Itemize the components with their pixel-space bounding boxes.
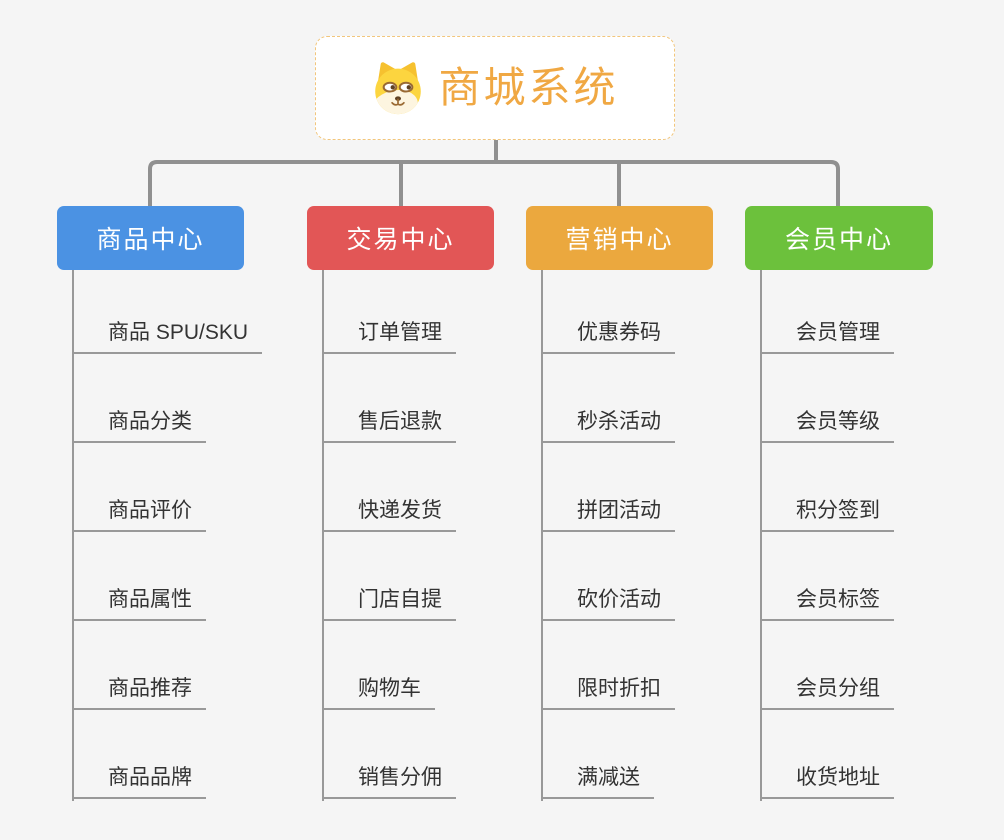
leaf-item[interactable]: 优惠券码 <box>541 321 675 354</box>
leaf-item[interactable]: 拼团活动 <box>541 499 675 532</box>
leaf-item[interactable]: 商品属性 <box>72 588 206 621</box>
branch-row: 优惠券码 <box>526 270 713 354</box>
branch-row: 订单管理 <box>307 270 494 354</box>
branch-row: 会员分组 <box>745 621 933 710</box>
branch-row: 购物车 <box>307 621 494 710</box>
branch-marketing-center: 营销中心优惠券码秒杀活动拼团活动砍价活动限时折扣满减送 <box>526 206 713 801</box>
branch-row: 商品属性 <box>57 532 244 621</box>
branch-row: 会员管理 <box>745 270 933 354</box>
leaf-item[interactable]: 满减送 <box>541 766 654 799</box>
branch-trunk-line <box>322 270 324 801</box>
leaf-item[interactable]: 商品推荐 <box>72 677 206 710</box>
branch-trunk-line <box>760 270 762 801</box>
leaf-item[interactable]: 限时折扣 <box>541 677 675 710</box>
root-node[interactable]: 商城系统 <box>315 36 675 140</box>
branch-member-center: 会员中心会员管理会员等级积分签到会员标签会员分组收货地址 <box>745 206 933 801</box>
leaf-item[interactable]: 会员管理 <box>760 321 894 354</box>
leaf-item[interactable]: 门店自提 <box>322 588 456 621</box>
leaf-item[interactable]: 会员分组 <box>760 677 894 710</box>
branch-header-member-center[interactable]: 会员中心 <box>745 206 933 270</box>
branch-row: 满减送 <box>526 710 713 799</box>
branch-row: 商品分类 <box>57 354 244 443</box>
leaf-item[interactable]: 商品评价 <box>72 499 206 532</box>
branch-row: 售后退款 <box>307 354 494 443</box>
leaf-item[interactable]: 商品品牌 <box>72 766 206 799</box>
leaf-item[interactable]: 购物车 <box>322 677 435 710</box>
branch-row: 积分签到 <box>745 443 933 532</box>
branch-row: 销售分佣 <box>307 710 494 799</box>
branch-trunk-line <box>72 270 74 801</box>
branch-row: 商品 SPU/SKU <box>57 270 263 354</box>
branch-header-trade-center[interactable]: 交易中心 <box>307 206 494 270</box>
branch-row: 收货地址 <box>745 710 933 799</box>
leaf-item[interactable]: 砍价活动 <box>541 588 675 621</box>
leaf-item[interactable]: 商品分类 <box>72 410 206 443</box>
leaf-item[interactable]: 秒杀活动 <box>541 410 675 443</box>
branch-header-marketing-center[interactable]: 营销中心 <box>526 206 713 270</box>
branch-row: 商品品牌 <box>57 710 244 799</box>
branch-row: 快递发货 <box>307 443 494 532</box>
branch-row: 会员标签 <box>745 532 933 621</box>
branch-row: 门店自提 <box>307 532 494 621</box>
branch-trade-center: 交易中心订单管理售后退款快递发货门店自提购物车销售分佣 <box>307 206 494 801</box>
branch-row: 砍价活动 <box>526 532 713 621</box>
leaf-item[interactable]: 售后退款 <box>322 410 456 443</box>
branch-row: 秒杀活动 <box>526 354 713 443</box>
leaf-item[interactable]: 订单管理 <box>322 321 456 354</box>
leaf-item[interactable]: 会员等级 <box>760 410 894 443</box>
leaf-item[interactable]: 销售分佣 <box>322 766 456 799</box>
leaf-item[interactable]: 收货地址 <box>760 766 894 799</box>
branch-row: 限时折扣 <box>526 621 713 710</box>
branch-header-product-center[interactable]: 商品中心 <box>57 206 244 270</box>
branch-row: 会员等级 <box>745 354 933 443</box>
branch-rail-line <box>148 160 840 206</box>
leaf-item[interactable]: 快递发货 <box>322 499 456 532</box>
branch-trunk-line <box>541 270 543 801</box>
branch-row: 商品评价 <box>57 443 244 532</box>
leaf-item[interactable]: 积分签到 <box>760 499 894 532</box>
branch-row: 商品推荐 <box>57 621 244 710</box>
root-title: 商城系统 <box>438 64 619 111</box>
leaf-item[interactable]: 会员标签 <box>760 588 894 621</box>
leaf-item[interactable]: 商品 SPU/SKU <box>72 321 263 354</box>
branch-row: 拼团活动 <box>526 443 713 532</box>
dog-icon <box>371 61 425 115</box>
branch-product-center: 商品中心商品 SPU/SKU 商品分类商品评价商品属性商品推荐商品品牌 <box>57 206 263 801</box>
